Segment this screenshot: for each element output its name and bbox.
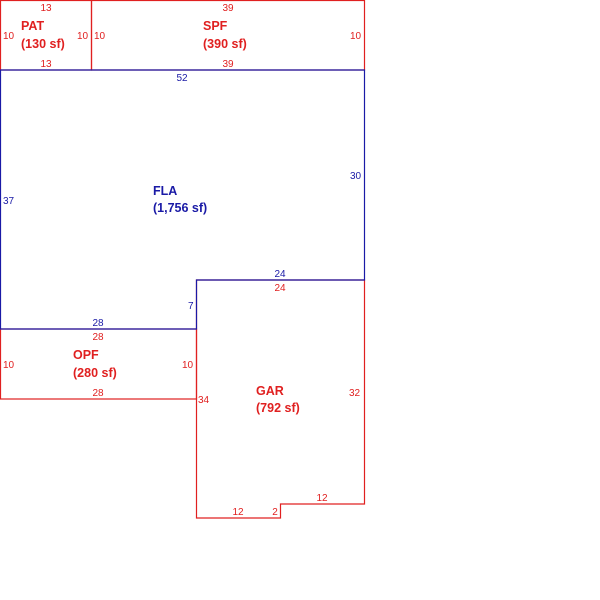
area-opf: OPF (280 sf) 28 28 10 10	[0, 328, 198, 400]
fla-dim-left: 37	[3, 196, 15, 207]
opf-dim-left: 10	[3, 360, 15, 371]
pat-dim-left: 10	[3, 31, 15, 42]
pat-dim-bottom: 13	[40, 59, 52, 70]
spf-dim-right: 10	[350, 31, 362, 42]
area-fla: FLA (1,756 sf) 52 37 30 24 7 28	[0, 69, 366, 330]
gar-dim-notch: 2	[272, 507, 278, 518]
fla-dim-right: 30	[350, 171, 362, 182]
gar-outline	[195, 279, 366, 519]
fla-dim-top: 52	[176, 73, 188, 84]
opf-size: (280 sf)	[73, 366, 117, 380]
pat-dim-top: 13	[40, 3, 52, 14]
fla-dim-bottom: 28	[92, 318, 104, 329]
opf-dim-right: 10	[182, 360, 194, 371]
spf-label: SPF	[203, 19, 228, 33]
opf-dim-top: 28	[92, 332, 104, 343]
opf-label: OPF	[73, 348, 99, 362]
gar-dim-bottom-left: 12	[232, 507, 244, 518]
gar-dim-bottom-right: 12	[316, 493, 328, 504]
fla-outline	[0, 69, 366, 330]
gar-dim-top: 24	[274, 283, 286, 294]
area-spf: SPF (390 sf) 39 39 10 10	[90, 0, 366, 71]
fla-label: FLA	[153, 184, 177, 198]
pat-label: PAT	[21, 19, 45, 33]
area-pat: PAT (130 sf) 13 13 10 10	[0, 0, 93, 71]
opf-dim-bottom: 28	[92, 388, 104, 399]
spf-size: (390 sf)	[203, 37, 247, 51]
area-gar: GAR (792 sf) 24 34 32 12 2 12	[195, 279, 366, 519]
fla-size: (1,756 sf)	[153, 201, 207, 215]
pat-dim-right: 10	[77, 31, 89, 42]
gar-dim-left: 34	[198, 395, 210, 406]
spf-dim-left: 10	[94, 31, 106, 42]
gar-size: (792 sf)	[256, 401, 300, 415]
fla-dim-step-top: 24	[274, 269, 286, 280]
pat-size: (130 sf)	[21, 37, 65, 51]
fla-dim-step-left: 7	[188, 301, 194, 312]
spf-dim-bottom: 39	[222, 59, 234, 70]
gar-dim-right: 32	[349, 388, 361, 399]
gar-label: GAR	[256, 384, 284, 398]
spf-dim-top: 39	[222, 3, 234, 14]
